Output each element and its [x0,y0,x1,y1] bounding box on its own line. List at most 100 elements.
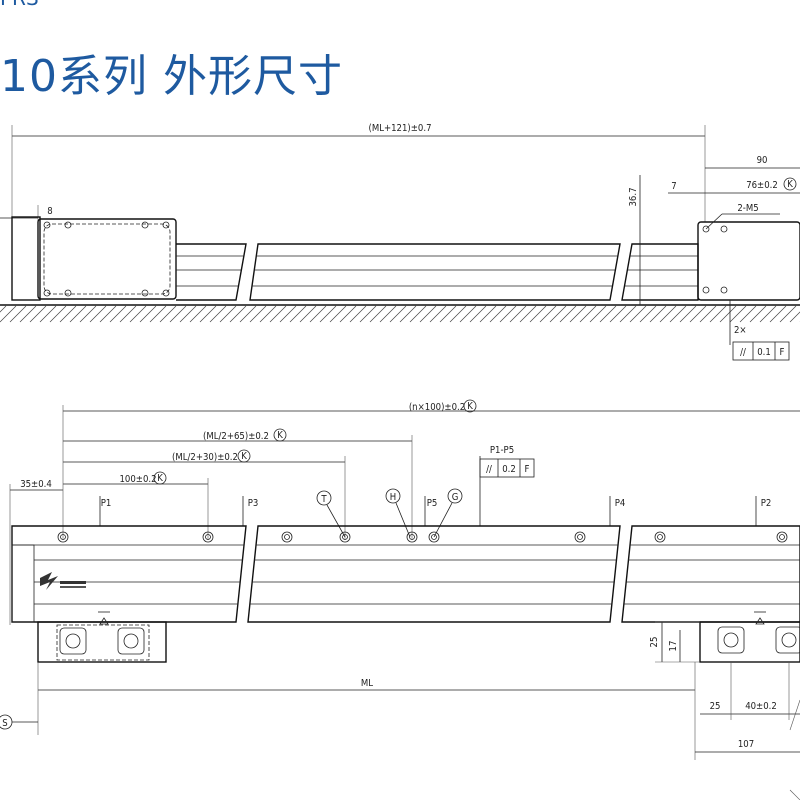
screw-hole [64,289,72,297]
hatch-line [659,305,677,323]
hatch-line [529,305,547,323]
scale-holes [57,531,788,543]
hatch-line [759,305,777,323]
hatch-line [109,305,127,323]
dim-25-horizontal: 25 [710,701,721,712]
label-p1-p5: P1-P5 [490,445,514,456]
hatch-line [279,305,297,323]
hatch-line [719,305,737,323]
hatch-line [0,305,17,323]
top-view: (ML+121)±0.7 8 [0,123,800,361]
mount-block-left [37,617,167,663]
dim-ml2-65: (ML/2+65)±0.2 [203,431,269,442]
hatch-line [459,305,477,323]
tol-count: 2× [734,325,747,336]
hatch-line [289,305,307,323]
circle-s-label: S [2,718,7,729]
hatch-line [539,305,557,323]
screw-hole [702,286,710,294]
hatch-line [769,305,787,323]
screw-hole [64,221,72,229]
hatch-line [79,305,97,323]
hatch-line [399,305,417,323]
hatch-line [379,305,397,323]
hatch-line [619,305,637,323]
read-head-left-outline [43,223,171,295]
hatch-line [129,305,147,323]
hatch-line [169,305,187,323]
mount-block-right [699,617,800,663]
label-p5: P5 [427,498,438,509]
screw-hole [702,225,710,233]
hatch-line [739,305,757,323]
hatch-line [599,305,617,323]
hatch-line [789,311,800,323]
hatch-line [589,305,607,323]
screw-hole [141,221,149,229]
circle-t-label: T [320,494,327,505]
hatch-line [369,305,387,323]
hatch-line [649,305,667,323]
label-p2: P2 [761,498,772,509]
hatch-line [139,305,157,323]
tol-frame [479,458,535,478]
hatch-line [679,305,697,323]
circle-h-label: H [390,492,396,503]
datum-k-circle [783,177,797,191]
hatch-line [509,305,527,323]
hatch-line [749,305,767,323]
hatch-line [429,305,447,323]
label-p1: P1 [101,498,112,509]
dim-width-90: 90 [757,155,768,166]
scale-body-front [11,525,800,623]
read-head-left [37,218,177,300]
ground-hatch [0,305,800,323]
read-head-right [697,221,800,301]
hatch-line [449,305,467,323]
label-p3: P3 [248,498,259,509]
hatch-line [249,305,267,323]
hatch-line [519,305,537,323]
screw-hole [720,286,728,294]
hatch-line [559,305,577,323]
hatch-line [339,305,357,323]
hatch-line [19,305,37,323]
hatch-line [579,305,597,323]
hatch-line [199,305,217,323]
hatch-line [639,305,657,323]
dim-n-pitch: (n×100)±0.2 [409,402,465,413]
hatch-line [59,305,77,323]
hatch-line [219,305,237,323]
datum-k-label: K [277,430,283,441]
hatch-line [729,305,747,323]
hatch-line [779,305,797,323]
hatch-line [409,305,427,323]
hatch-line [69,305,87,323]
end-cap-left [11,216,41,301]
hatch-line [149,305,167,323]
hatch-line [669,305,687,323]
tol-ref: F [780,347,785,358]
hatch-line [309,305,327,323]
hatch-line [359,305,377,323]
datum-k-label: K [241,451,247,462]
screw-hole [162,289,170,297]
hatch-line [119,305,137,323]
leader-2m5 [705,213,723,230]
header-fragment: PRS [0,0,39,10]
screw-hole [141,289,149,297]
hatch-line [419,305,437,323]
hatch-line [39,305,57,323]
dim-25-vertical: 25 [649,637,660,648]
thread-2m5: 2-M5 [737,203,758,214]
hatch-line [499,305,517,323]
bottom-view: (n×100)±0.2 K (ML/2+65)±0.2 K (ML/2+30)±… [0,399,800,800]
hatch-line [689,305,707,323]
hatch-line [479,305,497,323]
hatch-line [609,305,627,323]
tol-symbol: // [740,347,746,358]
hatch-line [229,305,247,323]
datum-k-label: K [467,401,473,412]
dim-17: 17 [668,641,679,652]
